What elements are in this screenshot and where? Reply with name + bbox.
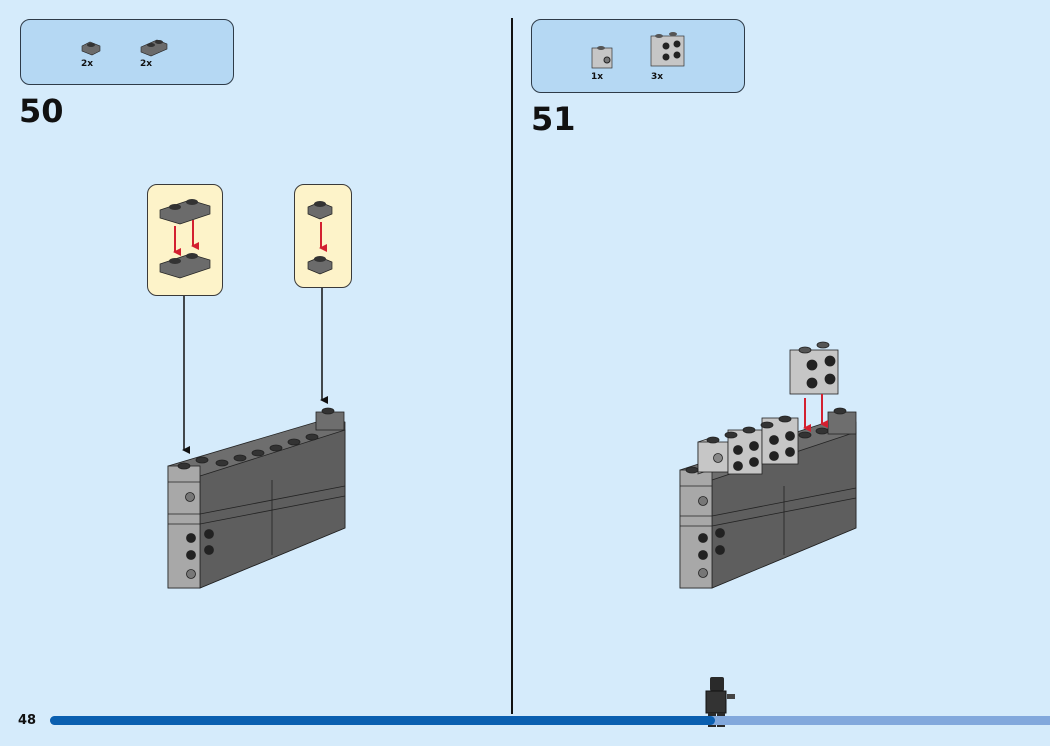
brick-1x1-side-stud-icon [591, 46, 613, 69]
step-51-parts-list [531, 19, 745, 93]
sub-assembly-callout [294, 184, 352, 288]
part-qty: 2x [81, 59, 94, 69]
wall-model-step-50 [167, 407, 346, 589]
callout-plates-1x2 [159, 199, 211, 279]
part-qty: 3x [651, 72, 664, 82]
step-50-parts-list [20, 19, 234, 85]
plate-1x2-icon [140, 39, 168, 57]
brick-1x2-side-studs-icon [650, 32, 685, 67]
wall-model-step-51 [679, 341, 857, 589]
page-divider [511, 18, 513, 714]
progress-bar-done [50, 716, 715, 725]
step-number: 51 [531, 100, 576, 138]
step-number: 50 [19, 92, 64, 130]
page-number: 48 [18, 713, 37, 728]
plate-1x1-icon [81, 41, 101, 56]
callout-plates-1x1 [307, 201, 333, 275]
part-qty: 1x [591, 72, 604, 82]
part-qty: 2x [140, 59, 153, 69]
